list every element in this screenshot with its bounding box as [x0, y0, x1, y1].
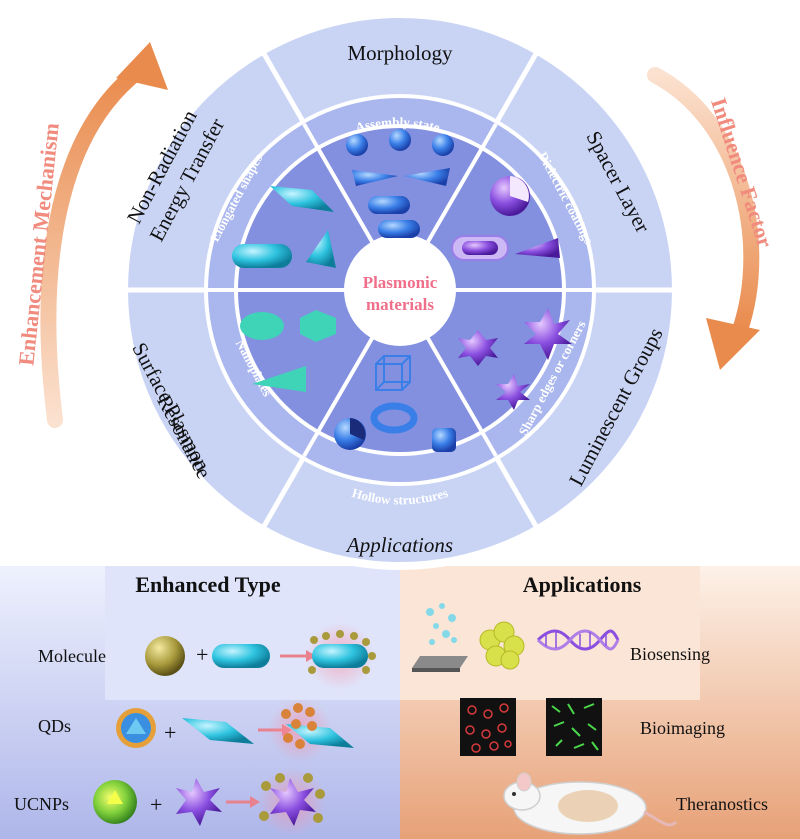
applications-ring-label: Applications: [345, 533, 453, 557]
biosensing-label: Biosensing: [630, 644, 710, 664]
bioimaging-graphic: [460, 698, 602, 756]
assembly-state-label: Assembly state: [354, 114, 442, 135]
nanoplate-particles: [240, 310, 336, 392]
qds-label: QDs: [38, 716, 71, 736]
center-label-line1: Plasmonic: [363, 273, 438, 292]
enhancement-arrow: [40, 42, 168, 428]
morphology-label: Morphology: [348, 41, 454, 65]
theranostics-label: Theranostics: [676, 794, 768, 814]
enhanced-type-title: Enhanced Type: [135, 572, 281, 597]
molecule-row-graphic: +: [145, 622, 376, 690]
molecule-label: Molecule: [38, 646, 106, 666]
applications-title: Applications: [523, 572, 642, 597]
hollow-structures-label: Hollow structures: [350, 485, 449, 507]
biosensing-graphic: [412, 603, 620, 672]
hollow-particles: [334, 355, 456, 452]
svg-text:+: +: [196, 642, 208, 667]
svg-text:+: +: [150, 792, 162, 817]
dielectric-coating-particles: [451, 176, 560, 261]
svg-text:+: +: [164, 720, 176, 745]
sharp-edge-particles: [458, 308, 572, 410]
ucnps-label: UCNPs: [14, 794, 69, 814]
influence-arrow: [647, 67, 760, 370]
bioimaging-label: Bioimaging: [640, 718, 725, 738]
ucnps-row-graphic: +: [93, 768, 326, 836]
qds-row-graphic: +: [116, 698, 354, 762]
assembly-state-particles: [346, 129, 454, 238]
elongated-particles: [232, 186, 336, 268]
theranostics-graphic: [503, 772, 678, 835]
center-label-line2: materials: [366, 295, 434, 314]
